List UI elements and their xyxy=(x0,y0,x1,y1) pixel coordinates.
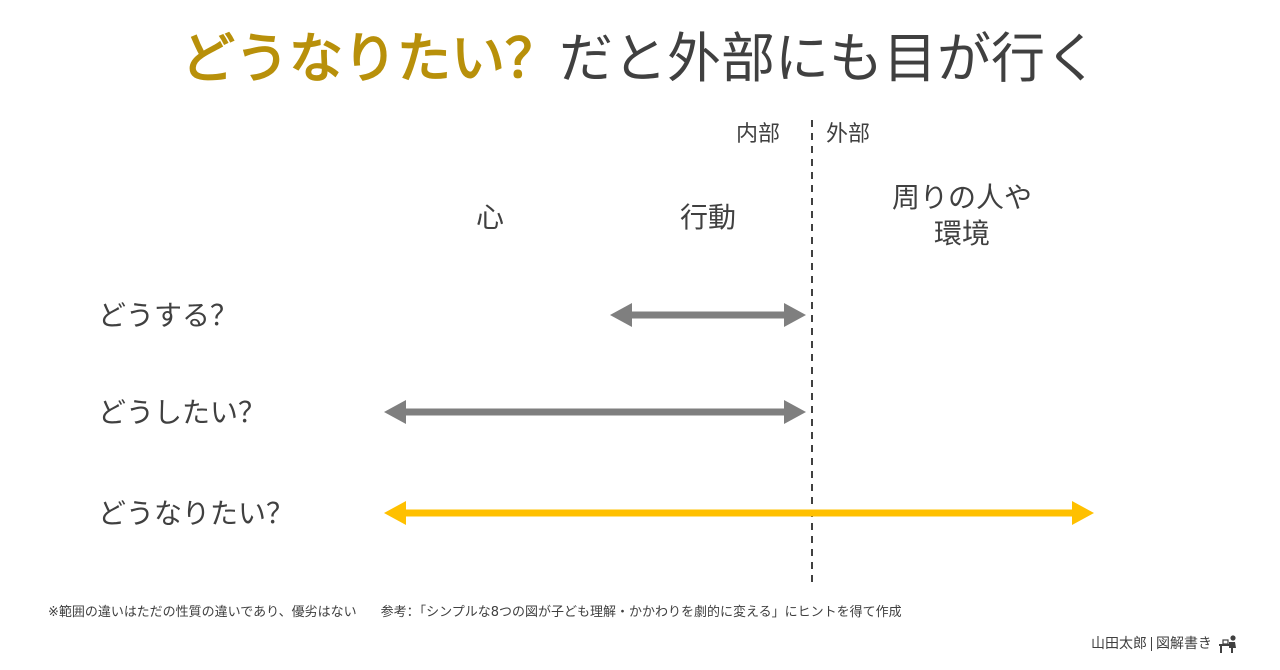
column-surroundings-line2: 環境 xyxy=(933,217,990,250)
column-heart: 心 xyxy=(475,201,504,234)
arrow-row-2-left-head xyxy=(384,400,406,424)
column-action: 行動 xyxy=(679,201,736,234)
footnote-reference: 参考：「シンプルな8つの図が子ども理解・かかわりを劇的に変える」にヒントを得て作… xyxy=(380,605,902,620)
inner-section-label: 内部 xyxy=(736,122,781,147)
person-at-desk-icon xyxy=(1219,635,1236,653)
footnote-note: ※範囲の違いはただの性質の違いであり、優劣はない xyxy=(48,605,357,620)
footnote: ※範囲の違いはただの性質の違いであり、優劣はない 参考：「シンプルな8つの図が子ど… xyxy=(48,604,902,622)
credit-separator xyxy=(1151,637,1152,651)
row-label-1: どうする？ xyxy=(98,299,239,332)
arrow-row-2-right-head xyxy=(784,400,806,424)
column-surroundings-line1: 周りの人や xyxy=(891,181,1032,214)
column-surroundings: 周りの人や 環境 xyxy=(860,180,1064,252)
arrow-row-1-left-head xyxy=(610,303,632,327)
arrow-row-1 xyxy=(610,303,806,327)
arrow-row-3-right-head xyxy=(1072,501,1094,525)
page-title: どうなりたい？だと外部にも目が行く xyxy=(0,24,1280,94)
credit: 山田太郎 図解書き xyxy=(1091,634,1240,654)
arrow-row-3 xyxy=(384,501,1094,525)
row-label-3: どうなりたい？ xyxy=(98,497,295,530)
outer-section-label: 外部 xyxy=(826,122,871,147)
arrow-row-2 xyxy=(384,400,806,424)
title-rest: だと外部にも目が行く xyxy=(559,27,1099,90)
title-highlight: どうなりたい？ xyxy=(181,27,559,90)
credit-site: 図解書き xyxy=(1156,636,1212,652)
row-label-2: どうしたい？ xyxy=(98,396,267,429)
arrow-row-1-right-head xyxy=(784,303,806,327)
arrow-row-3-left-head xyxy=(384,501,406,525)
credit-author: 山田太郎 xyxy=(1091,636,1147,652)
